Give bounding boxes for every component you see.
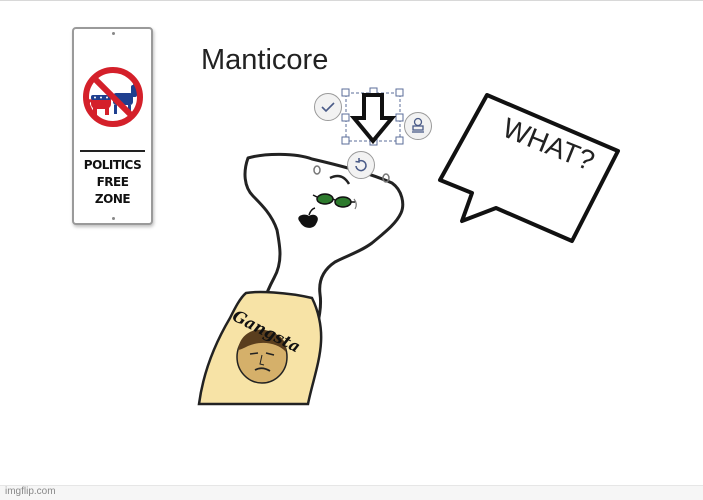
confirm-button[interactable] (314, 93, 342, 121)
sign-bolt-top (112, 32, 115, 35)
down-arrow-icon (349, 93, 397, 145)
footer-bar (0, 486, 703, 500)
stamp-button[interactable] (404, 112, 432, 140)
sign-line-1: POLITICS FREE (83, 158, 142, 189)
sign-text: POLITICS FREE ZONE (74, 157, 151, 208)
check-icon (321, 102, 335, 113)
sign-line-2: ZONE (94, 192, 131, 206)
apple-icon (298, 207, 318, 228)
politics-free-sign: POLITICS FREE ZONE (72, 27, 153, 225)
rotate-button[interactable] (347, 151, 375, 179)
portrait-icon (236, 329, 288, 384)
stamp-icon (412, 117, 424, 133)
watermark: imgflip.com (5, 486, 56, 497)
top-border (0, 0, 703, 1)
sign-bolt-bottom (112, 217, 115, 220)
speech-bubble (438, 93, 620, 243)
sign-divider (80, 150, 145, 152)
sunglasses-icon (312, 193, 355, 208)
creature-outline (243, 152, 405, 336)
rotate-icon (355, 158, 367, 172)
title-text: Manticore (201, 44, 329, 76)
no-politics-icon (83, 67, 143, 127)
